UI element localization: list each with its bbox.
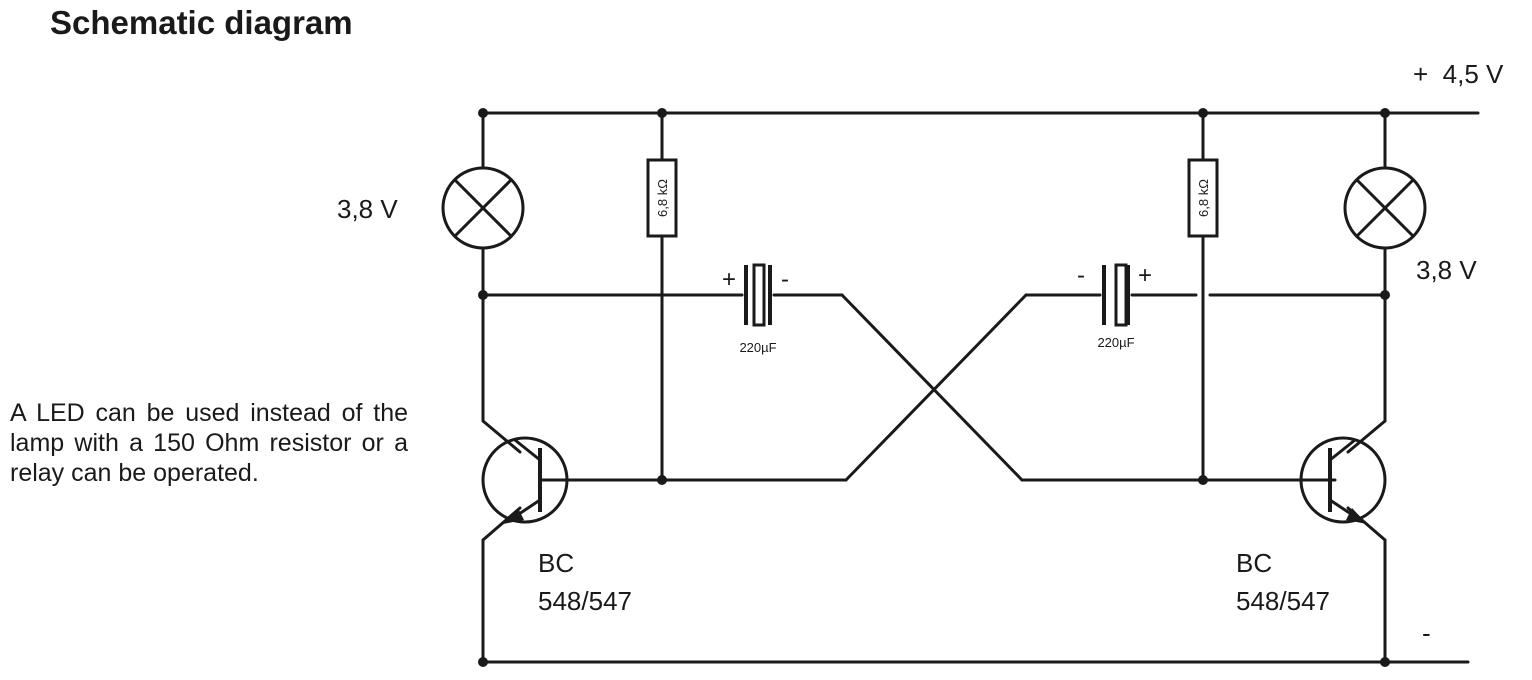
resistor-right-label: 6,8 kΩ [1196,179,1211,217]
transistor-right-label-line1: BC [1236,548,1272,578]
supply-positive-label: + 4,5 V [1413,59,1504,89]
lamp-left-label: 3,8 V [337,194,398,224]
transistor-left-label-line1: BC [538,548,574,578]
supply-negative-label: - [1422,618,1431,648]
transistor-right-label-line2: 548/547 [1236,586,1330,616]
transistor-left-label-line2: 548/547 [538,586,632,616]
page-title: Schematic diagram [50,4,353,41]
cap-right-plus-sign: + [1138,262,1152,289]
capacitor-right [1102,263,1130,327]
junction-dot [1198,475,1208,485]
lamp-right [1343,166,1427,250]
junction-dot [657,108,667,118]
capacitor-right-label: 220µF [1097,335,1134,350]
transistor-left [481,436,569,524]
resistor-left-label: 6,8 kΩ [655,179,670,217]
junction-dot [1380,108,1390,118]
cap-right-minus-sign: - [1077,262,1085,289]
note-text: A LED can be used instead of the lamp wi… [10,399,408,487]
lamp-left [441,166,525,250]
junction-dot [1380,657,1390,667]
transistor-right [1299,436,1387,524]
junction-dot [1380,290,1390,300]
capacitor-left [744,263,772,327]
junction-dot [657,475,667,485]
lamp-right-label: 3,8 V [1416,255,1477,285]
cross-wire-right-to-left [844,293,1028,482]
cross-wire-left-to-right [840,293,1024,482]
right-collector-wire [1346,419,1387,454]
junction-dot [478,108,488,118]
junction-dot [478,290,488,300]
junction-dot [1198,108,1208,118]
left-collector-wire [481,419,522,454]
cap-left-plus-sign: + [722,266,736,293]
cap-left-minus-sign: - [781,266,789,293]
junction-dot [478,657,488,667]
capacitor-left-label: 220µF [739,340,776,355]
